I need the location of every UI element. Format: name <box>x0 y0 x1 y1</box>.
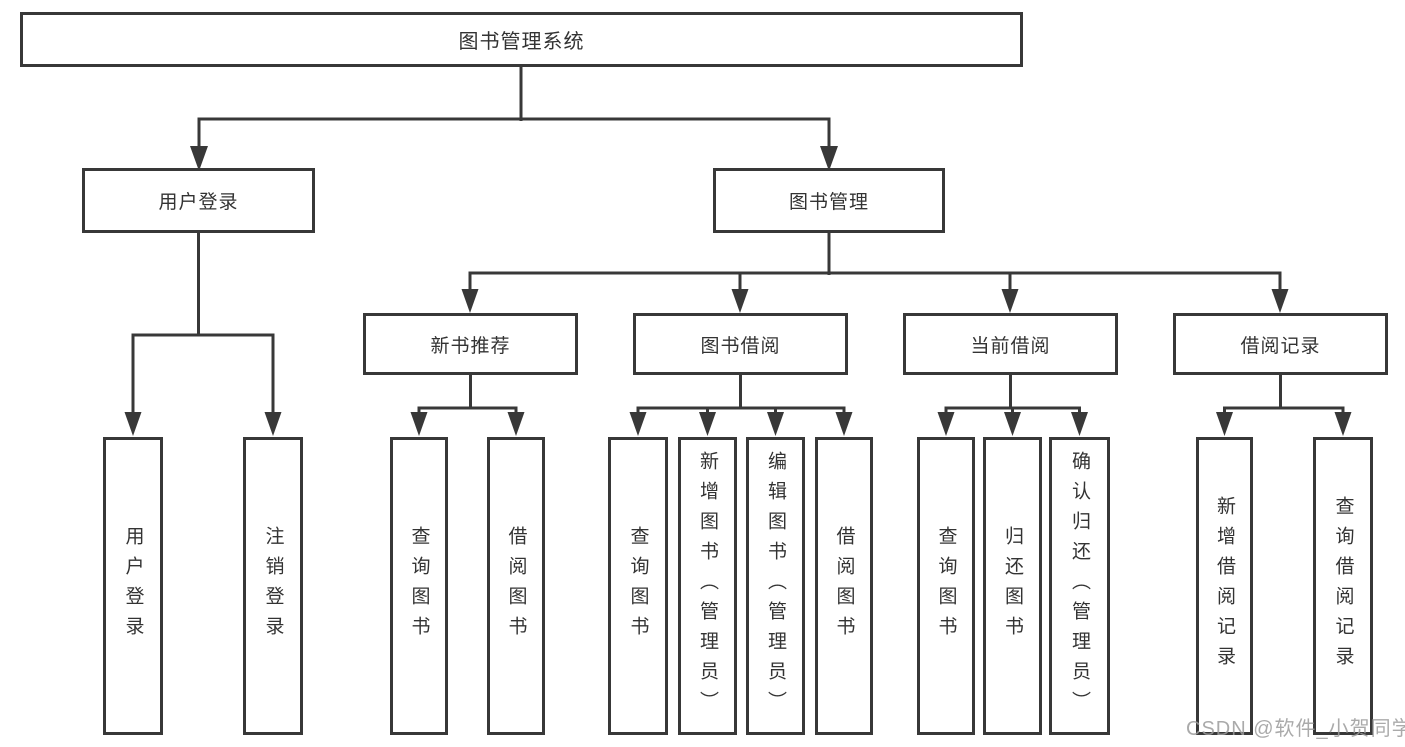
leaf-borrow-book: 借阅图书 <box>815 437 873 735</box>
leaf-user-login-label: 用户登录 <box>122 526 144 646</box>
leaf-add-borrow-record-label: 新增借阅记录 <box>1214 496 1235 676</box>
leaf-borrow-book-recommend: 借阅图书 <box>487 437 545 735</box>
node-current-borrow: 当前借阅 <box>903 313 1118 375</box>
leaf-logout-label: 注销登录 <box>262 526 284 646</box>
leaf-confirm-return-admin: 确认归还（管理员） <box>1049 437 1110 735</box>
leaf-add-book-admin: 新增图书（管理员） <box>678 437 737 735</box>
node-new-book-recommend: 新书推荐 <box>363 313 578 375</box>
node-user-login: 用户登录 <box>82 168 315 233</box>
leaf-logout: 注销登录 <box>243 437 303 735</box>
leaf-query-book-borrow: 查询图书 <box>608 437 668 735</box>
arrowheads <box>124 146 1352 436</box>
leaf-query-book-recommend-label: 查询图书 <box>408 526 430 646</box>
node-borrow-record: 借阅记录 <box>1173 313 1388 375</box>
leaf-query-book-current-label: 查询图书 <box>935 526 957 646</box>
leaf-edit-book-admin: 编辑图书（管理员） <box>746 437 805 735</box>
leaf-query-borrow-record-label: 查询借阅记录 <box>1332 496 1354 676</box>
leaf-borrow-book-label: 借阅图书 <box>833 526 855 646</box>
leaf-return-book-label: 归还图书 <box>1002 526 1023 646</box>
leaf-user-login: 用户登录 <box>103 437 163 735</box>
leaf-return-book: 归还图书 <box>983 437 1042 735</box>
leaf-query-book-recommend: 查询图书 <box>390 437 448 735</box>
leaf-query-borrow-record: 查询借阅记录 <box>1313 437 1373 735</box>
leaf-add-borrow-record: 新增借阅记录 <box>1196 437 1253 735</box>
leaf-borrow-book-recommend-label: 借阅图书 <box>505 526 527 646</box>
leaf-edit-book-admin-label: 编辑图书（管理员） <box>765 451 786 721</box>
leaf-query-book-current: 查询图书 <box>917 437 975 735</box>
node-book-borrow: 图书借阅 <box>633 313 848 375</box>
node-root-system: 图书管理系统 <box>20 12 1023 67</box>
leaf-confirm-return-admin-label: 确认归还（管理员） <box>1069 451 1090 721</box>
node-book-management: 图书管理 <box>713 168 945 233</box>
csdn-watermark: CSDN @软件_小贺同学 <box>1186 718 1405 740</box>
leaf-add-book-admin-label: 新增图书（管理员） <box>697 451 718 721</box>
leaf-query-book-borrow-label: 查询图书 <box>627 526 649 646</box>
